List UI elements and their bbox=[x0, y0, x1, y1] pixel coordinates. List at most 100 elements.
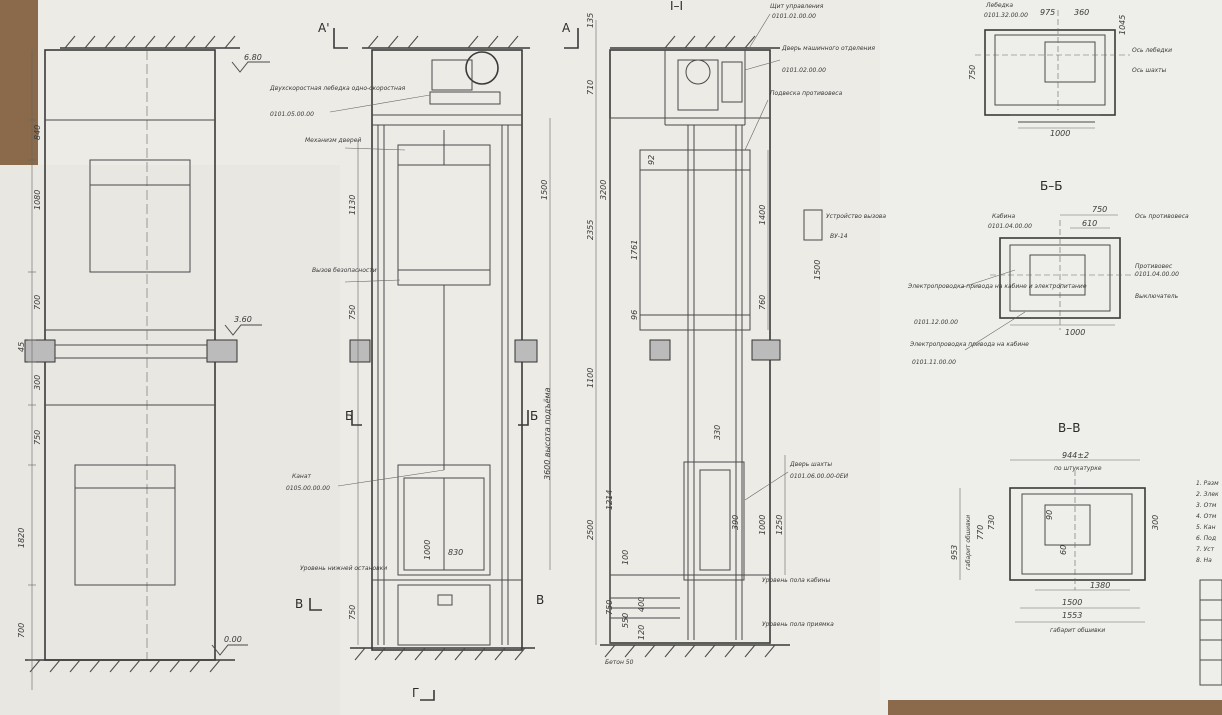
callout-counterweight-suspension: Подвеска противовеса bbox=[770, 90, 843, 97]
dim-3200: 3200 bbox=[599, 180, 608, 200]
section-mark-b-right: Б bbox=[530, 409, 538, 423]
note-2: 2. Злек bbox=[1196, 491, 1219, 498]
callout-counterweight: Противовес bbox=[1135, 263, 1173, 270]
callout-floor-call: Вызов безопасности bbox=[312, 267, 377, 274]
side-notes: 1. Разм 2. Злек 3. Отм 4. Отм 5. Кан 6. … bbox=[1196, 480, 1222, 686]
level-3-60: 3.60 bbox=[234, 315, 252, 324]
label-suspension-height: 3600 высота подъёма bbox=[543, 387, 552, 480]
dim-944: 944±2 bbox=[1062, 451, 1089, 460]
callout-door-mech: Механизм дверей bbox=[305, 137, 361, 144]
dim-750: 750 bbox=[33, 430, 42, 445]
dim-1000-bb: 1000 bbox=[1065, 328, 1085, 337]
dim-1500-side: 1500 bbox=[813, 260, 822, 280]
dim-60: 60 bbox=[1059, 545, 1068, 555]
note-4: 4. Отм bbox=[1196, 513, 1217, 520]
callout-device: Устройство вызова bbox=[826, 213, 886, 220]
dim-1000-plan: 1000 bbox=[1050, 129, 1070, 138]
dim-1045: 1045 bbox=[1118, 15, 1127, 35]
dim-1380: 1380 bbox=[1090, 581, 1110, 590]
callout-electric-drive-cab-code: 0101.11.00.00 bbox=[912, 359, 956, 366]
section-mark-v-left: В bbox=[295, 597, 303, 611]
dim-1130: 1130 bbox=[348, 195, 357, 215]
dim-975: 975 bbox=[1040, 8, 1055, 17]
note-8: 8. На bbox=[1196, 557, 1212, 564]
dim-1080: 1080 bbox=[33, 190, 42, 210]
callout-shaft-door: Дверь шахты bbox=[789, 461, 832, 468]
dim-45: 45 bbox=[17, 342, 26, 352]
dim-730: 730 bbox=[987, 515, 996, 530]
note-5: 5. Кан bbox=[1196, 524, 1216, 531]
dim-1100: 1100 bbox=[586, 368, 595, 388]
callout-control-panel: Щит управления bbox=[770, 3, 824, 10]
dim-1250: 1250 bbox=[775, 515, 784, 535]
dim-1000-side: 1000 bbox=[758, 515, 767, 535]
dim-750-bb: 750 bbox=[1092, 205, 1107, 214]
dim-610: 610 bbox=[1082, 219, 1097, 228]
title-section-bb: Б–Б bbox=[1040, 179, 1062, 193]
dim-700: 700 bbox=[33, 295, 42, 310]
note-7: 7. Уст bbox=[1196, 546, 1215, 553]
section-bb: Б–Б 1000 750 610 Кабина 0101.04.00.00 Ос… bbox=[907, 179, 1189, 366]
callout-control-code: 0101.01.00.00 bbox=[772, 13, 816, 20]
note-6: 6. Под bbox=[1196, 535, 1216, 542]
paper-sheet-lower-left bbox=[0, 165, 340, 715]
section-vv: В–В 944±2 по штукатурке 953 габарит обши… bbox=[950, 421, 1160, 634]
dim-750-plan: 750 bbox=[968, 65, 977, 80]
section-one-one: I–I bbox=[670, 0, 683, 13]
callout-concrete: Бетон 50 bbox=[605, 659, 634, 666]
dim-1500: 1500 bbox=[540, 180, 549, 200]
section-mark-v-right: В bbox=[536, 593, 544, 607]
elevation-view: 840 1080 700 45 300 750 1820 700 6.80 3.… bbox=[17, 35, 270, 690]
dim-2355: 2355 bbox=[586, 220, 595, 240]
front-view: A' bbox=[269, 21, 552, 701]
note-by-plaster: по штукатурке bbox=[1054, 465, 1102, 472]
dim-1820: 1820 bbox=[17, 528, 26, 548]
dim-1000-cab: 1000 bbox=[423, 540, 432, 560]
dim-1761: 1761 bbox=[630, 240, 639, 260]
dim-135: 135 bbox=[586, 13, 595, 28]
dim-840: 840 bbox=[33, 125, 42, 140]
dim-120: 120 bbox=[637, 625, 646, 640]
callout-switch: Выключатель bbox=[1135, 293, 1179, 300]
paper-sheet-right bbox=[880, 0, 1222, 700]
callout-cab: Кабина bbox=[992, 213, 1015, 220]
dim-100: 100 bbox=[621, 550, 630, 565]
side-view: A I–I bbox=[562, 0, 886, 666]
dim-700-bottom: 700 bbox=[17, 623, 26, 638]
dim-330: 330 bbox=[713, 425, 722, 440]
callout-electric-drive-code: 0101.12.00.00 bbox=[914, 319, 958, 326]
dim-300-vv: 300 bbox=[1151, 515, 1160, 530]
dim-2500: 2500 bbox=[586, 520, 595, 540]
dim-750-side: 750 bbox=[605, 600, 614, 615]
callout-axis-shaft: Ось шахты bbox=[1132, 67, 1167, 74]
callout-machine-door: Дверь машинного отделения bbox=[781, 45, 875, 52]
callout-pit-floor: Уровень пола приямка bbox=[762, 621, 834, 628]
dim-710: 710 bbox=[586, 80, 595, 95]
dim-390: 390 bbox=[731, 515, 740, 530]
dim-92: 92 bbox=[647, 155, 656, 165]
dim-1500-vv: 1500 bbox=[1062, 598, 1082, 607]
dim-1553: 1553 bbox=[1062, 611, 1082, 620]
callout-machine-door-code: 0101.02.00.00 bbox=[782, 67, 826, 74]
callout-rope: Канат bbox=[292, 473, 312, 480]
dim-750-lower: 750 bbox=[348, 605, 357, 620]
dim-760: 760 bbox=[758, 295, 767, 310]
callout-electric-drive-cab: Электропроводка привода на кабине bbox=[909, 341, 1029, 348]
section-mark-g: Г bbox=[412, 686, 419, 700]
dim-550: 550 bbox=[621, 613, 630, 628]
section-a: A bbox=[562, 21, 571, 35]
dim-360: 360 bbox=[1074, 8, 1089, 17]
top-plan: 1000 750 975 360 1045 Лебедка 0101.32.00… bbox=[968, 2, 1172, 138]
dim-300: 300 bbox=[33, 375, 42, 390]
dim-830: 830 bbox=[448, 548, 463, 557]
label-lining-bottom: габарит обшивки bbox=[1050, 627, 1105, 634]
level-6-80: 6.80 bbox=[244, 53, 262, 62]
level-0-00: 0.00 bbox=[224, 635, 242, 644]
dim-770: 770 bbox=[976, 525, 985, 540]
dim-953: 953 bbox=[950, 545, 959, 560]
title-section-vv: В–В bbox=[1058, 421, 1080, 435]
callout-counterweight-code: 0101.04.00.00 bbox=[1135, 271, 1179, 278]
callout-cab-floor: Уровень пола кабины bbox=[762, 577, 831, 584]
note-3: 3. Отм bbox=[1196, 502, 1217, 509]
